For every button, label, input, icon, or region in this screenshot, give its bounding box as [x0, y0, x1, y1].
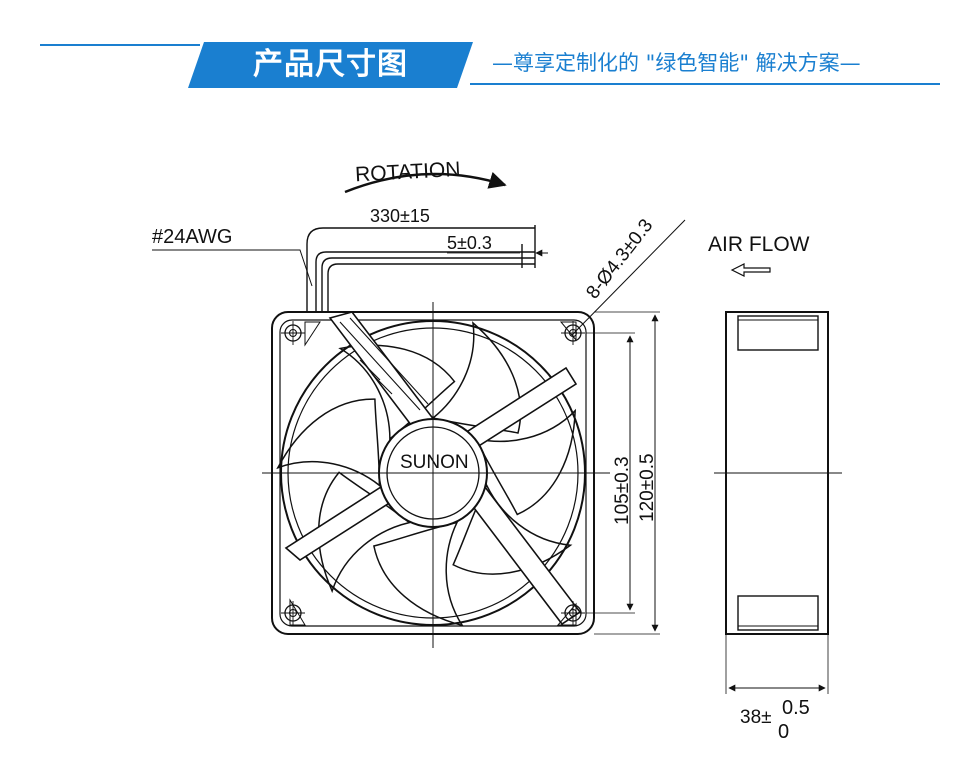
strip-length-dim: 5±0.3 — [447, 233, 492, 253]
rotation-label: ROTATION — [355, 158, 461, 186]
lead-length-dim: 330±15 — [370, 206, 430, 226]
depth-dim: 38± — [740, 707, 772, 728]
airflow-arrow — [730, 263, 771, 277]
center-lines — [262, 302, 610, 648]
spoke-wire-channel — [339, 317, 429, 411]
side-top-flange — [737, 315, 819, 351]
wire-gauge-leader — [152, 249, 313, 287]
frame-size-dim: 120±0.5 — [637, 453, 658, 522]
side-view — [714, 311, 842, 694]
hole-pitch-dim: 105±0.3 — [612, 456, 633, 525]
page-header: 产品尺寸图 —尊享定制化的 "绿色智能" 解决方案— — [0, 0, 980, 110]
brand-label: SUNON — [400, 452, 469, 473]
front-view — [262, 302, 610, 648]
header-line-right — [470, 83, 940, 85]
mounting-hole-tl — [280, 320, 306, 346]
lead-wires — [306, 225, 536, 312]
hole-pitch-dimension — [586, 332, 635, 614]
title-tab: 产品尺寸图 — [188, 42, 473, 88]
hole-spec-leader — [571, 219, 686, 336]
side-bottom-flange — [737, 595, 819, 631]
depth-lower-tol: 0 — [778, 721, 789, 743]
page-title: 产品尺寸图 — [253, 47, 408, 82]
mounting-hole-tr — [560, 320, 586, 346]
depth-upper-tol: 0.5 — [782, 697, 810, 719]
airflow-label: AIR FLOW — [708, 233, 810, 256]
wire-gauge-label: #24AWG — [152, 226, 232, 248]
rotation-arrow — [344, 171, 507, 194]
frame-size-dimension — [594, 311, 660, 635]
page-subtitle: —尊享定制化的 "绿色智能" 解决方案— — [492, 51, 861, 75]
header-line-left — [40, 44, 200, 46]
depth-base: 38± — [740, 707, 772, 728]
